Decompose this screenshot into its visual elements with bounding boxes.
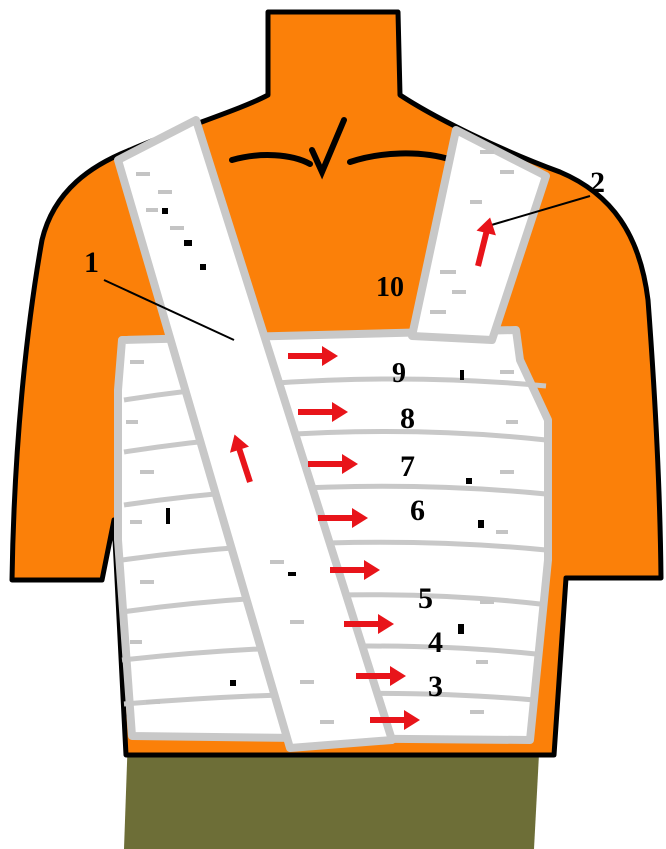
label-2: 2 [590, 166, 605, 199]
label-1: 1 [84, 246, 99, 279]
label-5: 5 [418, 582, 433, 615]
label-4: 4 [428, 626, 443, 659]
label-8: 8 [400, 402, 415, 435]
label-7: 7 [400, 450, 415, 483]
label-10: 10 [376, 272, 404, 303]
label-9: 9 [392, 358, 406, 389]
label-3: 3 [428, 670, 443, 703]
label-6: 6 [410, 494, 425, 527]
